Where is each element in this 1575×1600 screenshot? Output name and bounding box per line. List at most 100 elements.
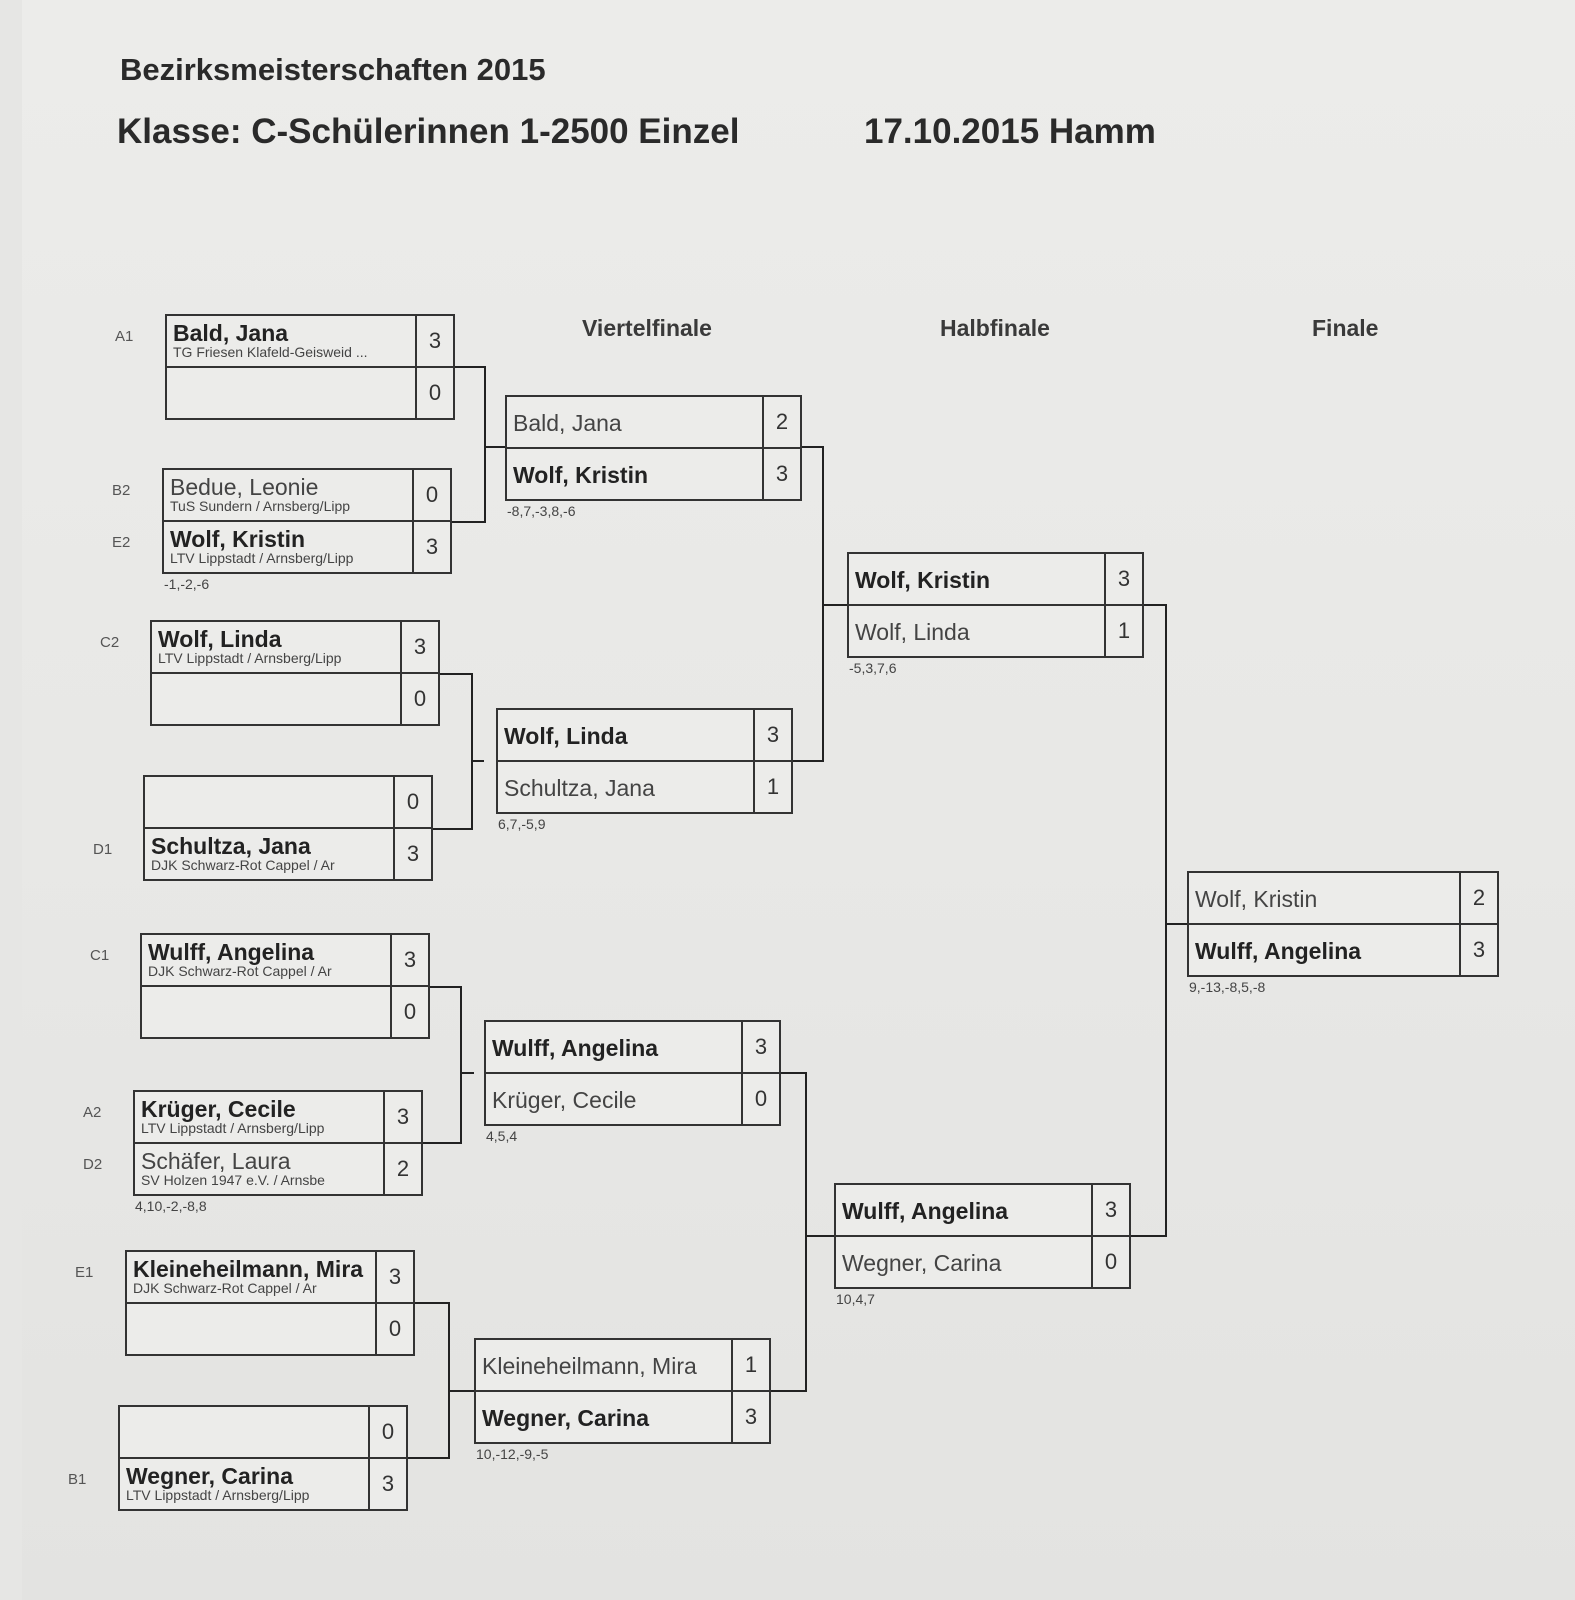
player-name: Schultza, Jana	[504, 775, 655, 801]
player-row: 0	[120, 1407, 406, 1459]
set-scores: -1,-2,-6	[164, 576, 210, 592]
player-name: Wegner, Carina	[842, 1250, 1002, 1276]
bracket-connector	[822, 604, 847, 606]
player-score: 3	[744, 1404, 758, 1429]
seed-label: D2	[83, 1156, 103, 1173]
round-label-semifinal: Halbfinale	[940, 315, 1050, 341]
set-scores: 9,-13,-8,5,-8	[1189, 979, 1266, 995]
player-name: Wolf, Linda	[504, 723, 628, 749]
player-score: 3	[766, 722, 780, 747]
bracket-connector	[448, 1302, 450, 1459]
player-name: Wulff, Angelina	[148, 939, 315, 965]
bracket-connector	[452, 521, 484, 523]
player-name-cell	[142, 987, 392, 1039]
bracket-connector	[484, 446, 505, 448]
player-name: Wolf, Kristin	[513, 462, 649, 488]
set-scores: -5,3,7,6	[849, 660, 897, 676]
player-row: Wolf, Kristin 3	[849, 554, 1142, 606]
player-row: Wegner, Carina 3	[476, 1392, 769, 1444]
player-name: Wolf, Kristin	[855, 567, 991, 593]
player-score: 2	[396, 1156, 410, 1181]
player-score: 3	[775, 461, 789, 486]
player-name: Bedue, Leonie	[170, 474, 319, 500]
player-name: Wolf, Linda	[855, 619, 970, 645]
player-name-cell: Wolf, Linda	[849, 606, 1106, 658]
player-score: 3	[381, 1471, 395, 1496]
player-name-cell: Wolf, Kristin	[507, 449, 764, 501]
player-name: Kleineheilmann, Mira	[133, 1256, 364, 1282]
bracket-connector	[460, 986, 462, 1144]
bracket-connector	[415, 1302, 448, 1304]
seed-label: B1	[68, 1471, 87, 1488]
bracket-connector	[805, 1072, 807, 1392]
set-scores: 4,5,4	[486, 1128, 518, 1144]
seed-label: D1	[93, 841, 113, 858]
bracket-connector	[793, 760, 822, 762]
player-row: Krüger, Cecile 0	[486, 1074, 779, 1126]
class-title: Klasse: C-Schülerinnen 1-2500 Einzel	[117, 112, 740, 151]
seed-label: E2	[112, 534, 131, 551]
bracket-connector	[460, 1072, 474, 1074]
player-name: Schultza, Jana	[151, 833, 311, 859]
bracket-connector	[423, 1142, 460, 1144]
player-row: 0	[152, 674, 438, 726]
player-name: Wegner, Carina	[482, 1405, 650, 1431]
seed-label: C2	[100, 634, 120, 651]
player-name: Wolf, Kristin	[1195, 886, 1318, 912]
bracket-sheet: Bezirksmeisterschaften 2015 Klasse: C-Sc…	[22, 0, 1575, 1600]
player-score: 3	[1472, 937, 1486, 962]
bracket-connector	[430, 986, 460, 988]
player-club: LTV Lippstadt / Arnsberg/Lipp	[141, 1120, 325, 1136]
player-score: 3	[1117, 566, 1131, 591]
seed-label: A1	[115, 328, 134, 345]
bracket-connector	[1131, 1235, 1165, 1237]
player-name: Wolf, Linda	[158, 626, 282, 652]
bracket-connector	[471, 673, 473, 830]
bracket-connector	[440, 673, 471, 675]
seed-label: B2	[112, 482, 131, 499]
player-score: 3	[403, 947, 417, 972]
set-scores: 4,10,-2,-8,8	[135, 1198, 207, 1214]
player-row: 0	[127, 1304, 413, 1356]
bracket-connector	[448, 1390, 474, 1392]
set-scores: 10,-12,-9,-5	[476, 1446, 549, 1462]
player-score: 0	[754, 1086, 768, 1111]
player-name-cell	[152, 674, 402, 726]
player-score: 1	[766, 774, 780, 799]
player-club: SV Holzen 1947 e.V. / Arnsbe	[141, 1172, 325, 1188]
bracket-connector	[433, 828, 471, 830]
player-club: DJK Schwarz-Rot Cappel / Ar	[133, 1280, 317, 1296]
bracket-connector	[781, 1072, 805, 1074]
player-name: Krüger, Cecile	[492, 1087, 637, 1113]
player-score: 3	[406, 841, 420, 866]
player-name-cell: Wulff, Angelina	[836, 1185, 1093, 1235]
player-score: 1	[744, 1352, 758, 1377]
player-club: TG Friesen Klafeld-Geisweid ...	[173, 344, 368, 360]
player-row: 0	[167, 368, 453, 420]
seed-label: C1	[90, 947, 110, 964]
